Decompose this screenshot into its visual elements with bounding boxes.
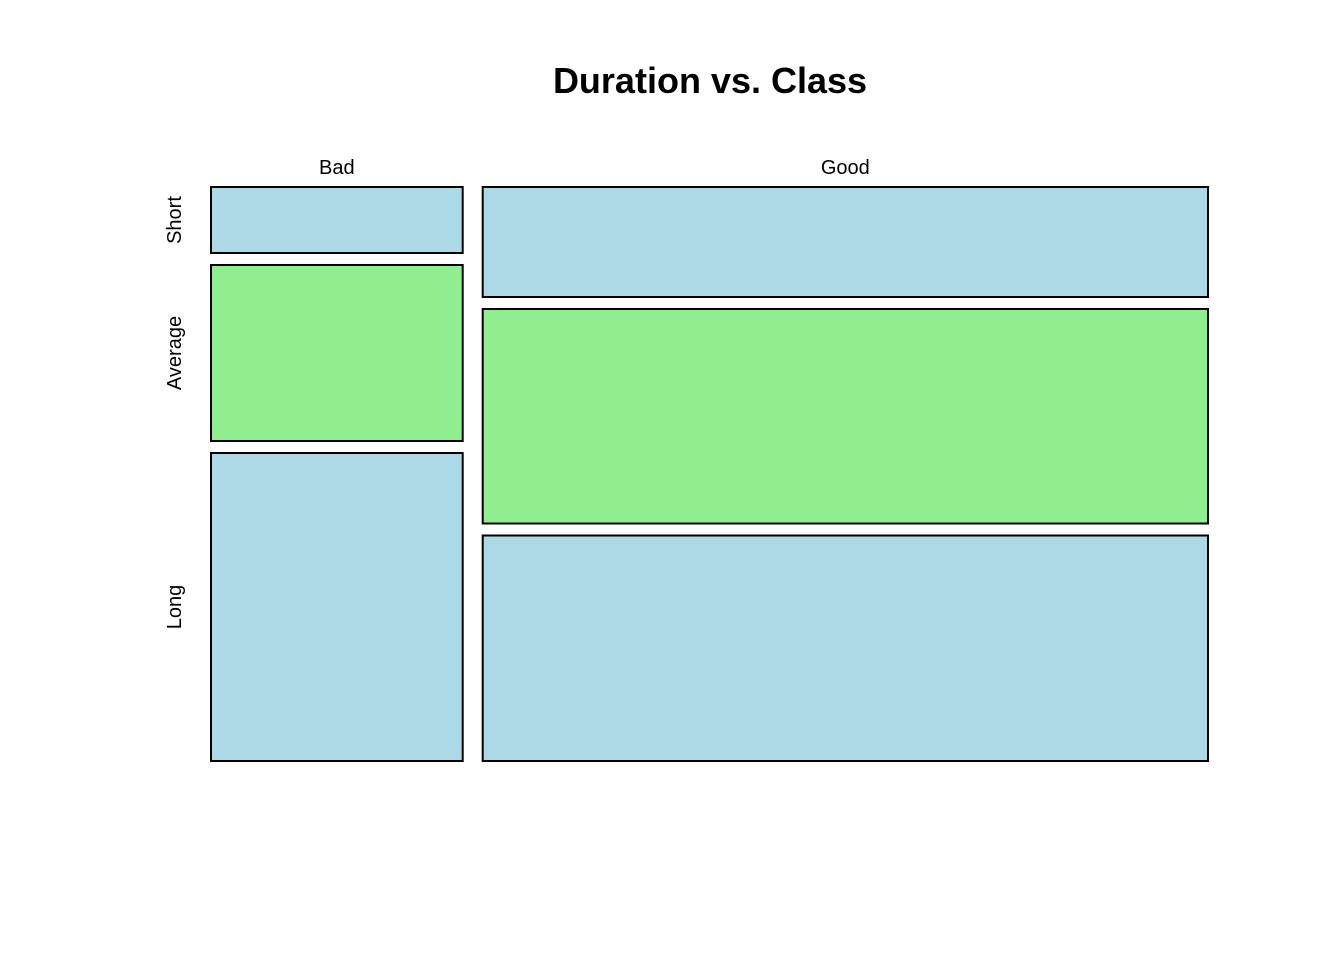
column-labels: Bad Good <box>319 157 870 179</box>
tile-bad-short <box>210 186 464 254</box>
column-label-good: Good <box>821 157 870 179</box>
mosaic-tiles <box>210 186 1209 762</box>
tile-good-average <box>481 308 1209 525</box>
row-label-short: Short <box>164 196 186 244</box>
tile-bad-average <box>210 264 464 442</box>
chart-title: Duration vs. Class <box>553 60 867 101</box>
tile-good-short <box>481 186 1209 298</box>
row-label-average: Average <box>164 316 186 390</box>
row-label-long: Long <box>164 585 186 630</box>
tile-good-long <box>481 534 1209 762</box>
tile-bad-long <box>210 452 464 762</box>
column-label-bad: Bad <box>319 157 355 179</box>
